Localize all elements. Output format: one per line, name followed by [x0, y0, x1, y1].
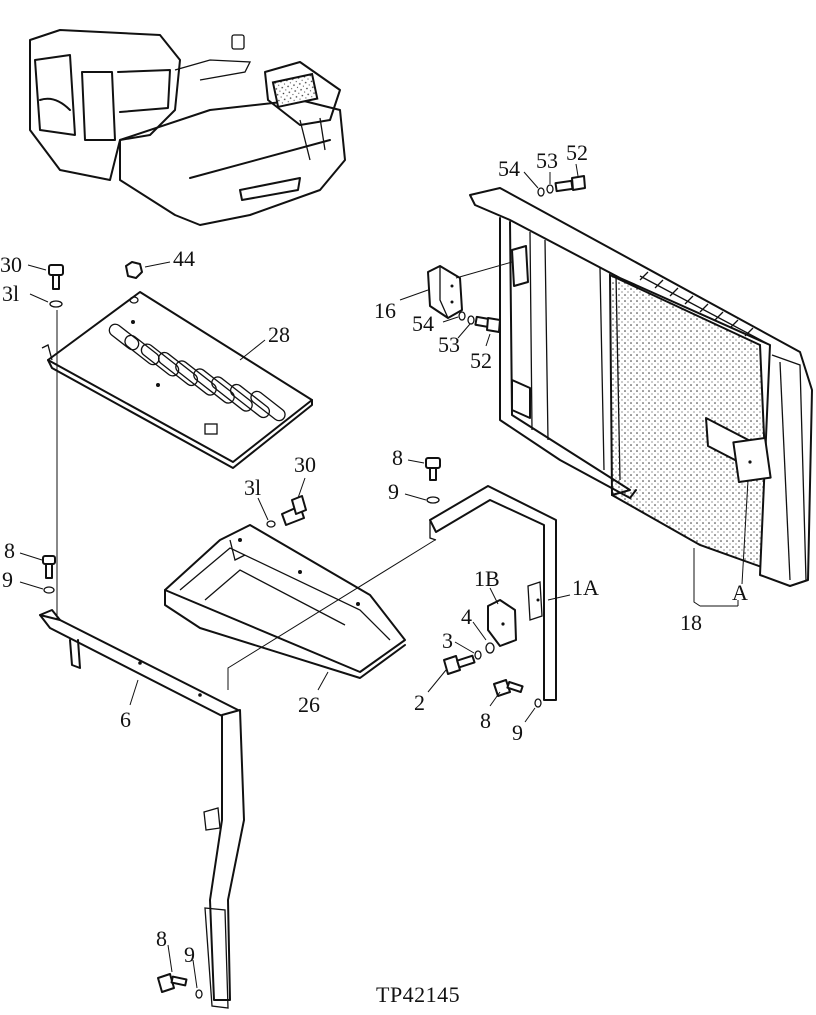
callout-30-upper: 30 [0, 252, 22, 277]
callout-18: 18 [680, 610, 702, 635]
callout-1B: 1B [474, 566, 500, 591]
callout-4: 4 [461, 604, 472, 629]
cover-plate-28 [41, 291, 313, 469]
bolt-30-lower [281, 495, 307, 526]
bolt-8-left [42, 555, 56, 579]
callout-3: 3 [442, 628, 453, 653]
callout-52-upper: 52 [566, 140, 588, 165]
callout-2: 2 [414, 690, 425, 715]
washer-9-bottom [195, 989, 203, 999]
callout-31-lower: 3l [244, 475, 261, 500]
washer-3 [474, 650, 482, 660]
washer-9-left [43, 586, 55, 594]
callout-9-bottom: 9 [184, 942, 195, 967]
vent-grill [639, 271, 754, 337]
washer-53-lower [467, 315, 475, 325]
bolt-2 [443, 654, 476, 675]
hinge-16 [427, 245, 529, 319]
callout-8-top: 8 [392, 445, 403, 470]
bolt-8-mid [493, 679, 524, 697]
callout-8-bottom: 8 [156, 926, 167, 951]
callout-9-top: 9 [388, 479, 399, 504]
bolt-8-bottom [157, 973, 188, 993]
tray-26 [164, 524, 406, 679]
bolt-30-upper [48, 264, 64, 290]
door-latch-A [705, 417, 772, 484]
washer-54-lower [458, 311, 466, 321]
callout-A: A [732, 580, 748, 605]
callout-54-lower: 54 [412, 311, 434, 336]
washer-9-top [426, 496, 440, 504]
callout-53-lower: 53 [438, 332, 460, 357]
leader-lines [19, 163, 749, 989]
bracket-1A [429, 485, 557, 701]
washer-4 [485, 642, 495, 654]
door-panel-18 [469, 187, 813, 587]
callout-31-upper: 3l [2, 281, 19, 306]
callout-8-left: 8 [4, 538, 15, 563]
callout-30-lower: 30 [294, 452, 316, 477]
nut-44 [125, 261, 143, 304]
bolt-52-lower [474, 315, 501, 333]
callout-53-upper: 53 [536, 148, 558, 173]
bracket-frame-6 [39, 609, 245, 1009]
callout-1A: 1A [572, 575, 599, 600]
washer-31-lower [266, 520, 276, 528]
washer-31-upper [49, 300, 63, 308]
callout-52-lower: 52 [470, 348, 492, 373]
callout-8-mid: 8 [480, 708, 491, 733]
bolt-8-top [425, 457, 441, 481]
washer-53-upper [546, 184, 554, 194]
washer-54-upper [537, 187, 545, 197]
callout-28: 28 [268, 322, 290, 347]
callout-16: 16 [374, 298, 396, 323]
callout-44: 44 [173, 246, 195, 271]
bolt-52-upper [554, 175, 586, 193]
callout-9-mid: 9 [512, 720, 523, 745]
bracket-1B [487, 599, 517, 647]
callout-labels: 30 3l 44 28 3l 30 8 9 6 26 8 9 1B 1A 4 3… [0, 140, 748, 967]
callout-26: 26 [298, 692, 320, 717]
washer-9-mid [534, 698, 542, 708]
figure-id: TP42145 [376, 982, 460, 1007]
excavator-overview [29, 29, 346, 226]
callout-6: 6 [120, 707, 131, 732]
louver-slots [108, 323, 286, 422]
callout-54-upper: 54 [498, 156, 520, 181]
callout-9-left: 9 [2, 567, 13, 592]
